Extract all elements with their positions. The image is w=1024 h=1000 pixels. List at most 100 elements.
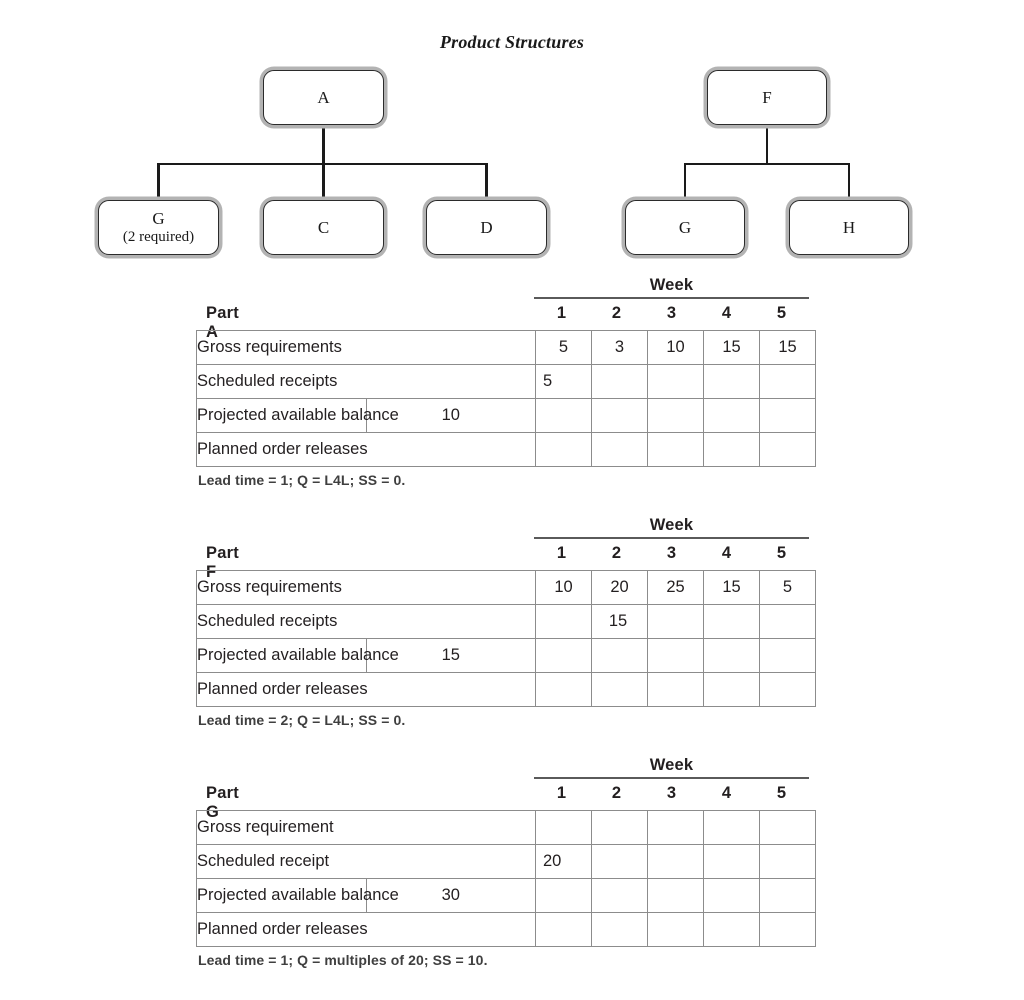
node-h-child-1-1-label: H [842,217,856,237]
connector-child-drop-1 [322,163,325,200]
connector-child-drop-1 [847,163,851,200]
week-cell-2[interactable] [591,672,648,707]
week-cell-4[interactable]: 15 [703,570,760,605]
lead-time-note: Lead time = 1; Q = multiples of 20; SS =… [198,952,488,968]
week-cell-1[interactable] [535,672,592,707]
week-cell-2[interactable] [591,638,648,673]
week-cell-2[interactable] [591,878,648,913]
week-cell-3[interactable] [647,398,704,433]
week-cell-2[interactable] [591,364,648,399]
week-cell-1[interactable]: 10 [535,570,592,605]
row-label: Projected available balance [196,878,399,913]
week-cell-4[interactable] [703,604,760,639]
week-number-5: 5 [776,544,787,562]
node-c-child-0-1-label: C [317,217,330,237]
week-cell-2[interactable]: 20 [591,570,648,605]
week-cell-3[interactable]: 25 [647,570,704,605]
week-cell-3[interactable] [647,810,704,845]
week-cell-3[interactable] [647,878,704,913]
week-cell-4[interactable]: 15 [703,330,760,365]
week-cell-5[interactable] [759,878,816,913]
week-cell-1[interactable] [535,638,592,673]
week-cell-5[interactable] [759,364,816,399]
week-cell-4[interactable] [703,638,760,673]
week-cell-1[interactable] [535,912,592,947]
week-cell-4[interactable] [703,398,760,433]
week-number-4: 4 [721,544,732,562]
week-cell-3[interactable] [647,432,704,467]
week-cell-4[interactable] [703,878,760,913]
week-cell-1[interactable] [535,398,592,433]
week-cell-5[interactable]: 5 [759,570,816,605]
week-cell-5[interactable] [759,638,816,673]
week-cell-5[interactable] [759,844,816,879]
week-cell-1[interactable] [535,878,592,913]
week-cell-2[interactable] [591,432,648,467]
connector-child-drop-0 [683,163,687,200]
week-cell-4[interactable] [703,364,760,399]
week-cell-3[interactable] [647,638,704,673]
week-cell-2[interactable] [591,844,648,879]
node-a-root-0: A [263,70,384,125]
node-c-child-0-1: C [263,200,384,255]
week-cell-3[interactable] [647,364,704,399]
connector-child-drop-0 [157,163,160,200]
week-number-2: 2 [611,544,622,562]
node-g-child-0-0-quantity-note: (2 required) [122,229,195,246]
week-cell-1[interactable] [535,432,592,467]
connector-child-drop-2 [485,163,488,200]
week-cell-2[interactable]: 3 [591,330,648,365]
week-cell-3[interactable] [647,844,704,879]
week-cell-2[interactable] [591,912,648,947]
week-cell-1[interactable]: 20 [535,844,592,879]
week-header-rule [534,777,809,779]
week-cell-1[interactable] [535,604,592,639]
week-cell-4[interactable] [703,810,760,845]
week-cell-2[interactable] [591,398,648,433]
week-cell-5[interactable] [759,672,816,707]
row-label: Scheduled receipt [196,844,536,879]
opening-balance-cell[interactable]: 10 [365,398,536,433]
week-cell-5[interactable] [759,604,816,639]
week-number-4: 4 [721,784,732,802]
week-cell-2[interactable]: 15 [591,604,648,639]
week-cell-5[interactable] [759,432,816,467]
row-label: Scheduled receipts [196,604,536,639]
week-cell-1[interactable] [535,810,592,845]
week-cell-3[interactable]: 10 [647,330,704,365]
row-label: Gross requirements [196,330,536,365]
row-label: Projected available balance [196,638,399,673]
node-d-child-0-2: D [426,200,547,255]
week-cell-4[interactable] [703,672,760,707]
week-cell-4[interactable] [703,912,760,947]
row-label: Planned order releases [196,912,536,947]
week-cell-3[interactable] [647,604,704,639]
week-cell-3[interactable] [647,912,704,947]
week-cell-4[interactable] [703,844,760,879]
week-cell-1[interactable]: 5 [535,330,592,365]
node-f-root-1: F [707,70,827,125]
page-title: Product Structures [439,32,585,52]
week-cell-2[interactable] [591,810,648,845]
week-cell-5[interactable] [759,810,816,845]
row-label: Projected available balance [196,398,399,433]
week-cell-4[interactable] [703,432,760,467]
week-cell-5[interactable] [759,398,816,433]
connector-horizontal-bus [683,163,851,166]
week-cell-5[interactable] [759,912,816,947]
week-cell-5[interactable]: 15 [759,330,816,365]
node-g-child-0-0-label: G [152,208,165,228]
table-row: Gross requirement [196,810,816,845]
opening-balance-cell[interactable]: 15 [365,638,536,673]
week-cell-3[interactable] [647,672,704,707]
table-row: Scheduled receipts 15 [196,604,816,639]
week-cell-1[interactable]: 5 [535,364,592,399]
